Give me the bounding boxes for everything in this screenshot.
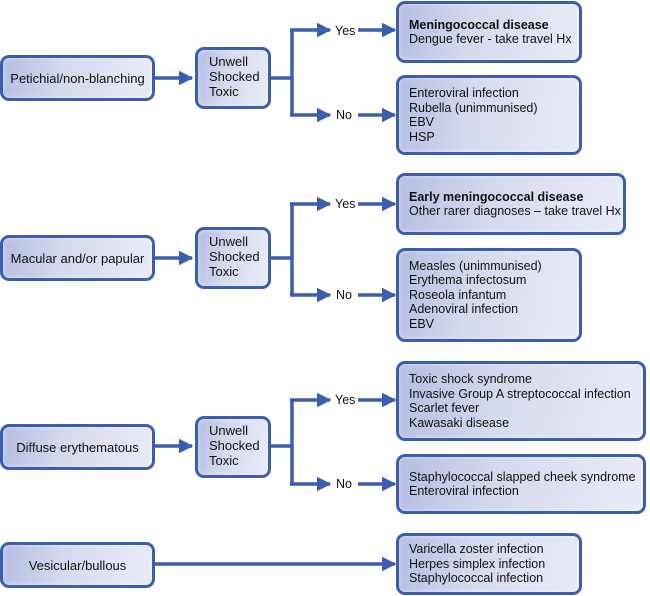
rash-type-label: Vesicular/bullous	[28, 557, 127, 573]
outcome-item: Herpes simplex infection	[409, 556, 546, 571]
outcome-item: Adenoviral infection	[409, 302, 519, 317]
assessment-box-3: Unwell Shocked Toxic	[195, 416, 271, 478]
outcome-item: EBV	[409, 115, 435, 129]
rash-type-label: Petichial/non-blanching	[10, 70, 145, 86]
assessment-line: Toxic	[209, 453, 239, 468]
outcome-box-no-2: Measles (unimmunised) Erythema infectosu…	[396, 248, 582, 342]
outcome-item: Measles (unimmunised)	[409, 258, 542, 273]
yes-label-2: Yes	[335, 197, 356, 211]
outcome-item: Meningococcal disease	[409, 17, 549, 32]
outcome-item: HSP	[409, 129, 435, 144]
outcome-item: Rubella (unimmunised)	[409, 100, 538, 115]
outcome-item: Staphylococcal infection	[409, 571, 544, 586]
outcome-item: Varicella zoster infection	[409, 542, 544, 557]
outcome-item: Toxic shock syndrome	[409, 372, 532, 386]
outcome-item: Dengue fever - take travel Hx	[409, 32, 572, 46]
assessment-line: Unwell	[209, 234, 249, 249]
outcome-item: Kawasaki disease	[409, 415, 510, 430]
assessment-line: Toxic	[209, 264, 239, 279]
no-label-3: No	[336, 477, 352, 491]
assessment-line: Shocked	[209, 69, 260, 84]
assessment-line: Shocked	[209, 249, 260, 264]
rash-type-box-petechial: Petichial/non-blanching	[0, 55, 155, 101]
outcome-item: EBV	[409, 316, 435, 331]
outcome-box-yes-2: Early meningococcal disease Other rarer …	[396, 173, 626, 235]
outcome-item: Erythema infectosum	[409, 273, 527, 288]
assessment-box-2: Unwell Shocked Toxic	[195, 227, 271, 289]
outcome-item: Scarlet fever	[409, 401, 480, 415]
assessment-line: Toxic	[209, 84, 239, 99]
outcome-item: Early meningococcal disease	[409, 189, 584, 204]
rash-type-box-macular: Macular and/or papular	[0, 235, 155, 281]
rash-type-box-diffuse: Diffuse erythematous	[0, 424, 155, 470]
assessment-box-1: Unwell Shocked Toxic	[195, 47, 271, 109]
yes-label-1: Yes	[335, 24, 356, 38]
no-label-1: No	[336, 108, 352, 122]
assessment-line: Unwell	[209, 423, 249, 438]
outcome-item: Invasive Group A streptococcal infection	[409, 386, 631, 401]
outcome-item: Enteroviral infection	[409, 86, 519, 100]
outcome-box-no-1: Enteroviral infection Rubella (unimmunis…	[396, 75, 582, 155]
no-label-2: No	[336, 288, 352, 302]
yes-label-3: Yes	[335, 393, 356, 407]
outcome-item: Enteroviral infection	[409, 484, 519, 498]
assessment-line: Shocked	[209, 438, 260, 453]
rash-type-label: Macular and/or papular	[10, 250, 145, 266]
outcome-box-4: Varicella zoster infection Herpes simple…	[396, 533, 582, 595]
rash-type-label: Diffuse erythematous	[16, 439, 139, 455]
outcome-box-no-3: Staphylococcal slapped cheek syndrome En…	[396, 454, 646, 514]
outcome-box-yes-3: Toxic shock syndrome Invasive Group A st…	[396, 361, 646, 441]
outcome-item: Staphylococcal slapped cheek syndrome	[409, 469, 636, 484]
rash-type-box-vesicular: Vesicular/bullous	[0, 542, 155, 588]
outcome-item: Roseola infantum	[409, 287, 507, 302]
outcome-box-yes-1: Meningococcal disease Dengue fever - tak…	[396, 1, 582, 63]
outcome-item: Other rarer diagnoses – take travel Hx	[409, 204, 621, 218]
assessment-line: Unwell	[209, 54, 249, 69]
